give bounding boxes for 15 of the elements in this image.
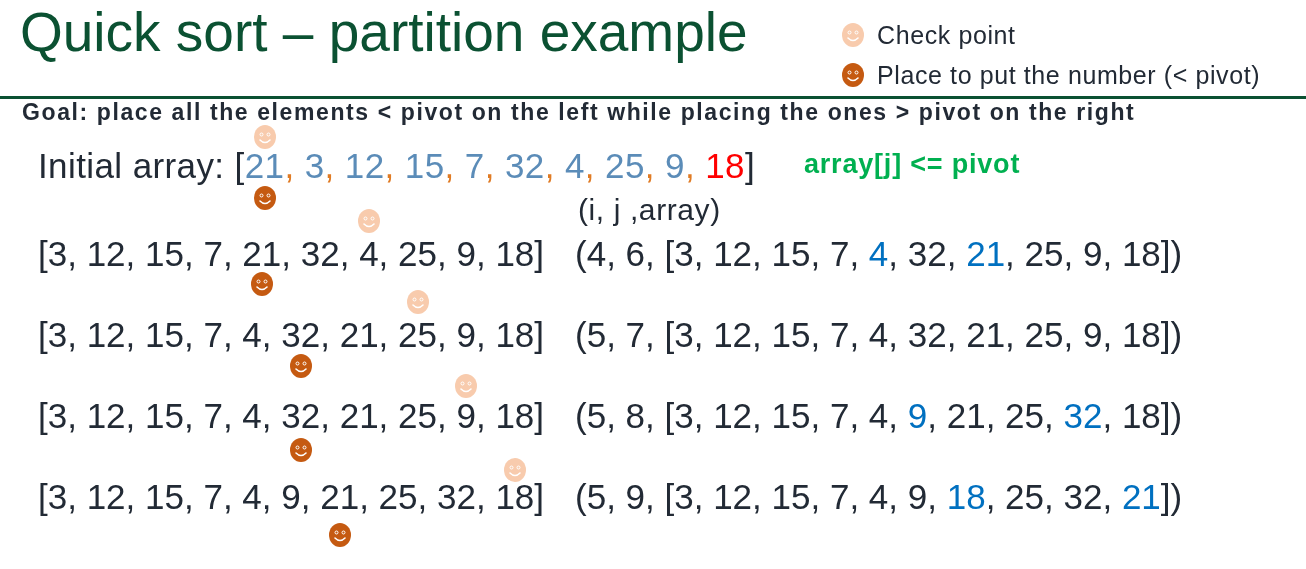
array-text: Initial array: [21, 3, 12, 15, 7, 32, 4, 25, 9, 18] — [38, 145, 756, 187]
legend-label: Check point — [877, 20, 1016, 50]
legend-label: Place to put the number (< pivot) — [877, 60, 1261, 90]
tuple-header-text: (i, j ,array) — [578, 192, 721, 228]
array-text: [3, 12, 15, 7, 4, 9, 21, 25, 32, 18] — [38, 476, 545, 518]
slide-title: Quick sort – partition example — [20, 1, 748, 65]
tuple-text: (5, 8, [3, 12, 15, 7, 4, 9, 21, 25, 32, 18]) — [575, 395, 1183, 437]
goal-text: Goal: place all the elements < pivot on the left while placing the ones > pivot on the right — [22, 100, 1136, 124]
array-text: [3, 12, 15, 7, 4, 32, 21, 25, 9, 18] — [38, 395, 545, 437]
tuple-text: (5, 7, [3, 12, 15, 7, 4, 32, 21, 25, 9, 18]) — [575, 314, 1183, 356]
array-text: [3, 12, 15, 7, 21, 32, 4, 25, 9, 18] — [38, 233, 545, 275]
tuple-text: (4, 6, [3, 12, 15, 7, 4, 32, 21, 25, 9, 18]) — [575, 233, 1183, 275]
tuple-text: (5, 9, [3, 12, 15, 7, 4, 9, 18, 25, 32, 21]) — [575, 476, 1183, 518]
condition-text: array[j] <= pivot — [804, 149, 1021, 181]
array-text: [3, 12, 15, 7, 4, 32, 21, 25, 9, 18] — [38, 314, 545, 356]
